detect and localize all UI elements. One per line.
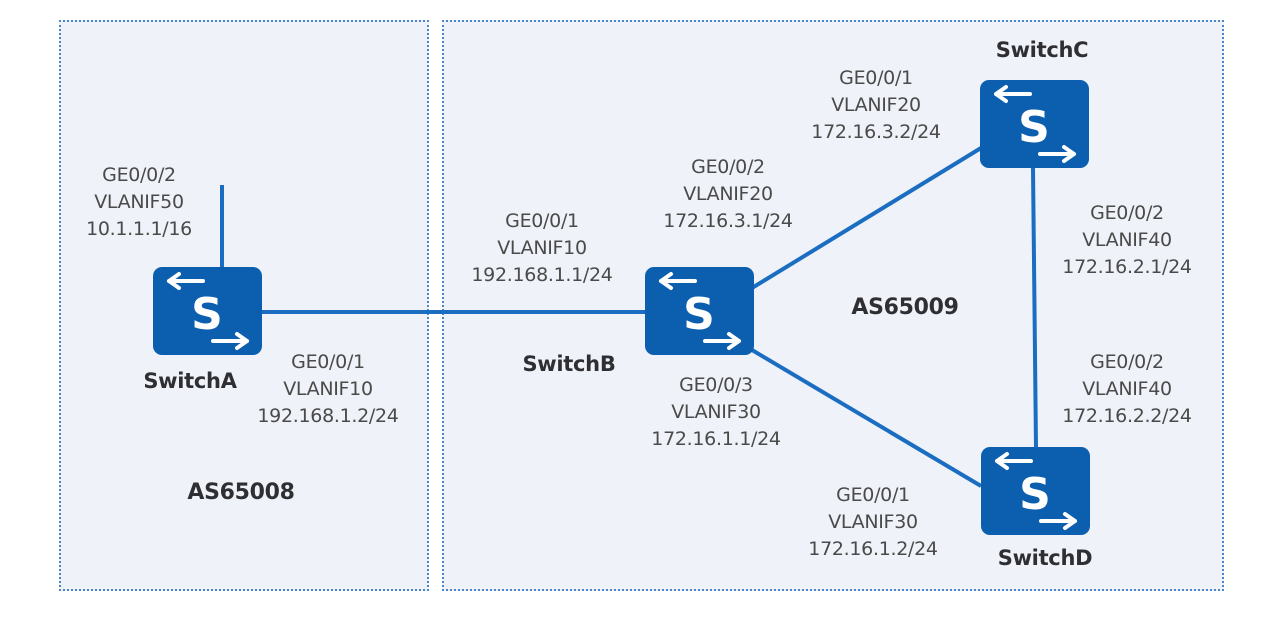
vlanif: VLANIF20 bbox=[831, 94, 921, 116]
switch-a-name: SwitchA bbox=[143, 369, 237, 393]
svg-text:S: S bbox=[191, 289, 223, 340]
switch-a[interactable]: S bbox=[153, 267, 262, 355]
interface-label-a-ge002: GE0/0/2 VLANIF50 10.1.1.1/16 bbox=[86, 162, 192, 243]
vlanif: VLANIF40 bbox=[1082, 378, 1172, 400]
interface-label-d-ge001: GE0/0/1 VLANIF30 172.16.1.2/24 bbox=[808, 482, 938, 563]
switch-c-name: SwitchC bbox=[995, 38, 1089, 62]
interface-label-a-ge001: GE0/0/1 VLANIF10 192.168.1.2/24 bbox=[257, 349, 399, 430]
vlanif: VLANIF10 bbox=[497, 237, 587, 259]
switch-icon: S bbox=[167, 272, 249, 350]
switch-c[interactable]: S bbox=[980, 80, 1089, 168]
as-region-65009 bbox=[442, 20, 1224, 591]
switch-icon: S bbox=[659, 272, 741, 350]
switch-icon: S bbox=[995, 452, 1077, 530]
vlanif: VLANIF30 bbox=[671, 401, 761, 423]
vlanif: VLANIF20 bbox=[683, 183, 773, 205]
vlanif: VLANIF50 bbox=[94, 191, 184, 213]
port: GE0/0/2 bbox=[1090, 351, 1164, 373]
interface-label-b-ge003: GE0/0/3 VLANIF30 172.16.1.1/24 bbox=[651, 372, 781, 453]
port: GE0/0/1 bbox=[836, 484, 910, 506]
switch-d[interactable]: S bbox=[981, 447, 1090, 535]
port: GE0/0/1 bbox=[839, 67, 913, 89]
switch-b[interactable]: S bbox=[645, 267, 754, 355]
switch-b-name: SwitchB bbox=[522, 352, 616, 376]
switch-d-name: SwitchD bbox=[997, 546, 1093, 570]
interface-label-d-ge002: GE0/0/2 VLANIF40 172.16.2.2/24 bbox=[1062, 349, 1192, 430]
port: GE0/0/2 bbox=[1090, 202, 1164, 224]
ip-address: 172.16.3.2/24 bbox=[811, 121, 941, 143]
as-label-65009: AS65009 bbox=[851, 295, 959, 320]
interface-label-b-ge002: GE0/0/2 VLANIF20 172.16.3.1/24 bbox=[663, 154, 793, 235]
link-switchB-switchC bbox=[750, 146, 983, 290]
as-label-65008: AS65008 bbox=[187, 480, 295, 505]
ip-address: 192.168.1.2/24 bbox=[257, 405, 399, 427]
port: GE0/0/1 bbox=[291, 351, 365, 373]
ip-address: 172.16.3.1/24 bbox=[663, 210, 793, 232]
svg-text:S: S bbox=[1019, 469, 1051, 520]
link-switchC-switchD bbox=[1031, 167, 1038, 449]
ip-address: 172.16.1.2/24 bbox=[808, 538, 938, 560]
port: GE0/0/1 bbox=[505, 210, 579, 232]
ip-address: 172.16.1.1/24 bbox=[651, 428, 781, 450]
vlanif: VLANIF10 bbox=[283, 378, 373, 400]
link-switchB-switchD bbox=[750, 348, 983, 488]
ip-address: 172.16.2.1/24 bbox=[1062, 256, 1192, 278]
svg-text:S: S bbox=[683, 289, 715, 340]
ip-address: 192.168.1.1/24 bbox=[471, 264, 613, 286]
port: GE0/0/3 bbox=[679, 374, 753, 396]
vlanif: VLANIF40 bbox=[1082, 229, 1172, 251]
switch-icon: S bbox=[994, 85, 1076, 163]
ip-address: 172.16.2.2/24 bbox=[1062, 405, 1192, 427]
interface-label-c-ge001: GE0/0/1 VLANIF20 172.16.3.2/24 bbox=[811, 65, 941, 146]
interface-label-b-ge001: GE0/0/1 VLANIF10 192.168.1.1/24 bbox=[471, 208, 613, 289]
svg-text:S: S bbox=[1018, 102, 1050, 153]
vlanif: VLANIF30 bbox=[828, 511, 918, 533]
port: GE0/0/2 bbox=[691, 156, 765, 178]
interface-label-c-ge002: GE0/0/2 VLANIF40 172.16.2.1/24 bbox=[1062, 200, 1192, 281]
port: GE0/0/2 bbox=[102, 164, 176, 186]
ip-address: 10.1.1.1/16 bbox=[86, 218, 192, 240]
